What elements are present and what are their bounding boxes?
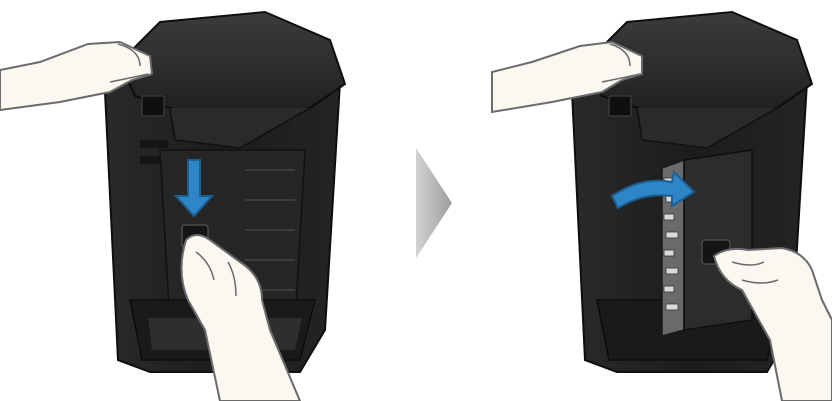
- step-1-drawing: [0, 0, 380, 401]
- next-step-chevron-icon: [414, 148, 454, 258]
- step-2-drawing: [452, 0, 832, 401]
- step-2-illustration: [452, 0, 832, 401]
- step-1-illustration: [0, 0, 380, 401]
